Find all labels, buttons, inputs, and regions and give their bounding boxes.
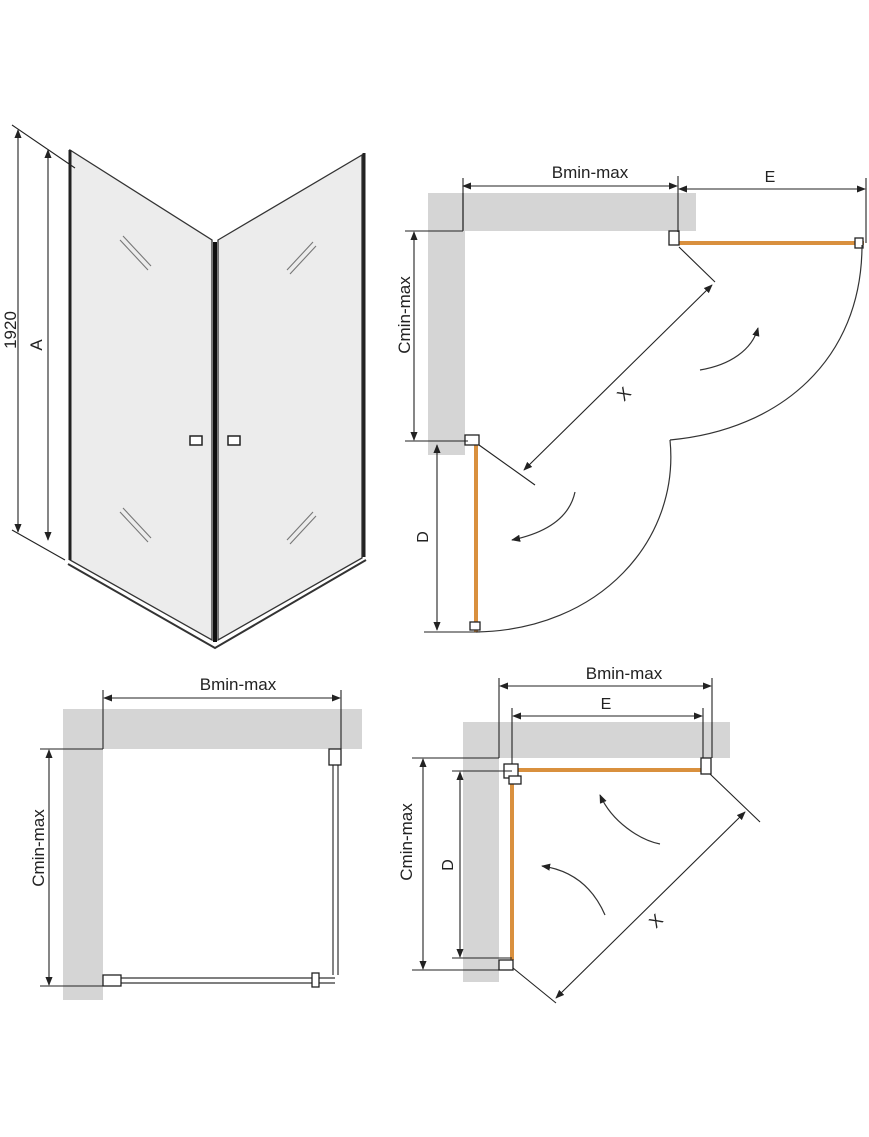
b-label-top: Bmin-max — [552, 163, 629, 182]
e-label-inward: E — [601, 696, 612, 713]
plan-doors-open: X Bmin-max E Cmin-max D — [395, 163, 867, 633]
wall-top-closed — [63, 709, 362, 749]
d-label-top: D — [415, 531, 432, 543]
door-handle-left — [189, 435, 203, 446]
x-label-inward: X — [645, 910, 666, 931]
b-label-inward: Bmin-max — [586, 664, 663, 683]
right-glass-panel — [217, 153, 363, 642]
plan-doors-inward: X Bmin-max E Cmin-max D — [397, 664, 761, 1004]
wall-left-inward — [463, 722, 499, 982]
swing-arc-top — [669, 244, 863, 441]
x-label-top: X — [613, 383, 634, 404]
wall-left-closed — [63, 709, 103, 1000]
x-dimension-line-inward — [555, 811, 746, 999]
left-glass-panel — [69, 148, 213, 642]
c-label-inward: Cmin-max — [397, 803, 416, 881]
bottom-profile — [67, 559, 367, 650]
perspective-view: 1920 A — [1, 124, 367, 650]
door-handle-right — [227, 435, 241, 446]
c-label-closed: Cmin-max — [29, 809, 48, 887]
height-value-label: 1920 — [1, 311, 20, 349]
a-label: A — [27, 339, 46, 351]
c-label-top: Cmin-max — [395, 276, 414, 354]
plan-closed: Bmin-max Cmin-max — [29, 675, 362, 1000]
wall-left — [428, 193, 465, 455]
d-label-inward: D — [440, 859, 457, 871]
swing-arc-left — [475, 439, 672, 633]
x-dimension-line-top — [523, 284, 713, 471]
b-label-closed: Bmin-max — [200, 675, 277, 694]
wall-top — [428, 193, 696, 231]
wall-top-inward — [463, 722, 730, 758]
e-label-top: E — [765, 169, 776, 186]
glass-reflection-marks — [119, 235, 317, 545]
door-panels-inward — [510, 768, 707, 960]
